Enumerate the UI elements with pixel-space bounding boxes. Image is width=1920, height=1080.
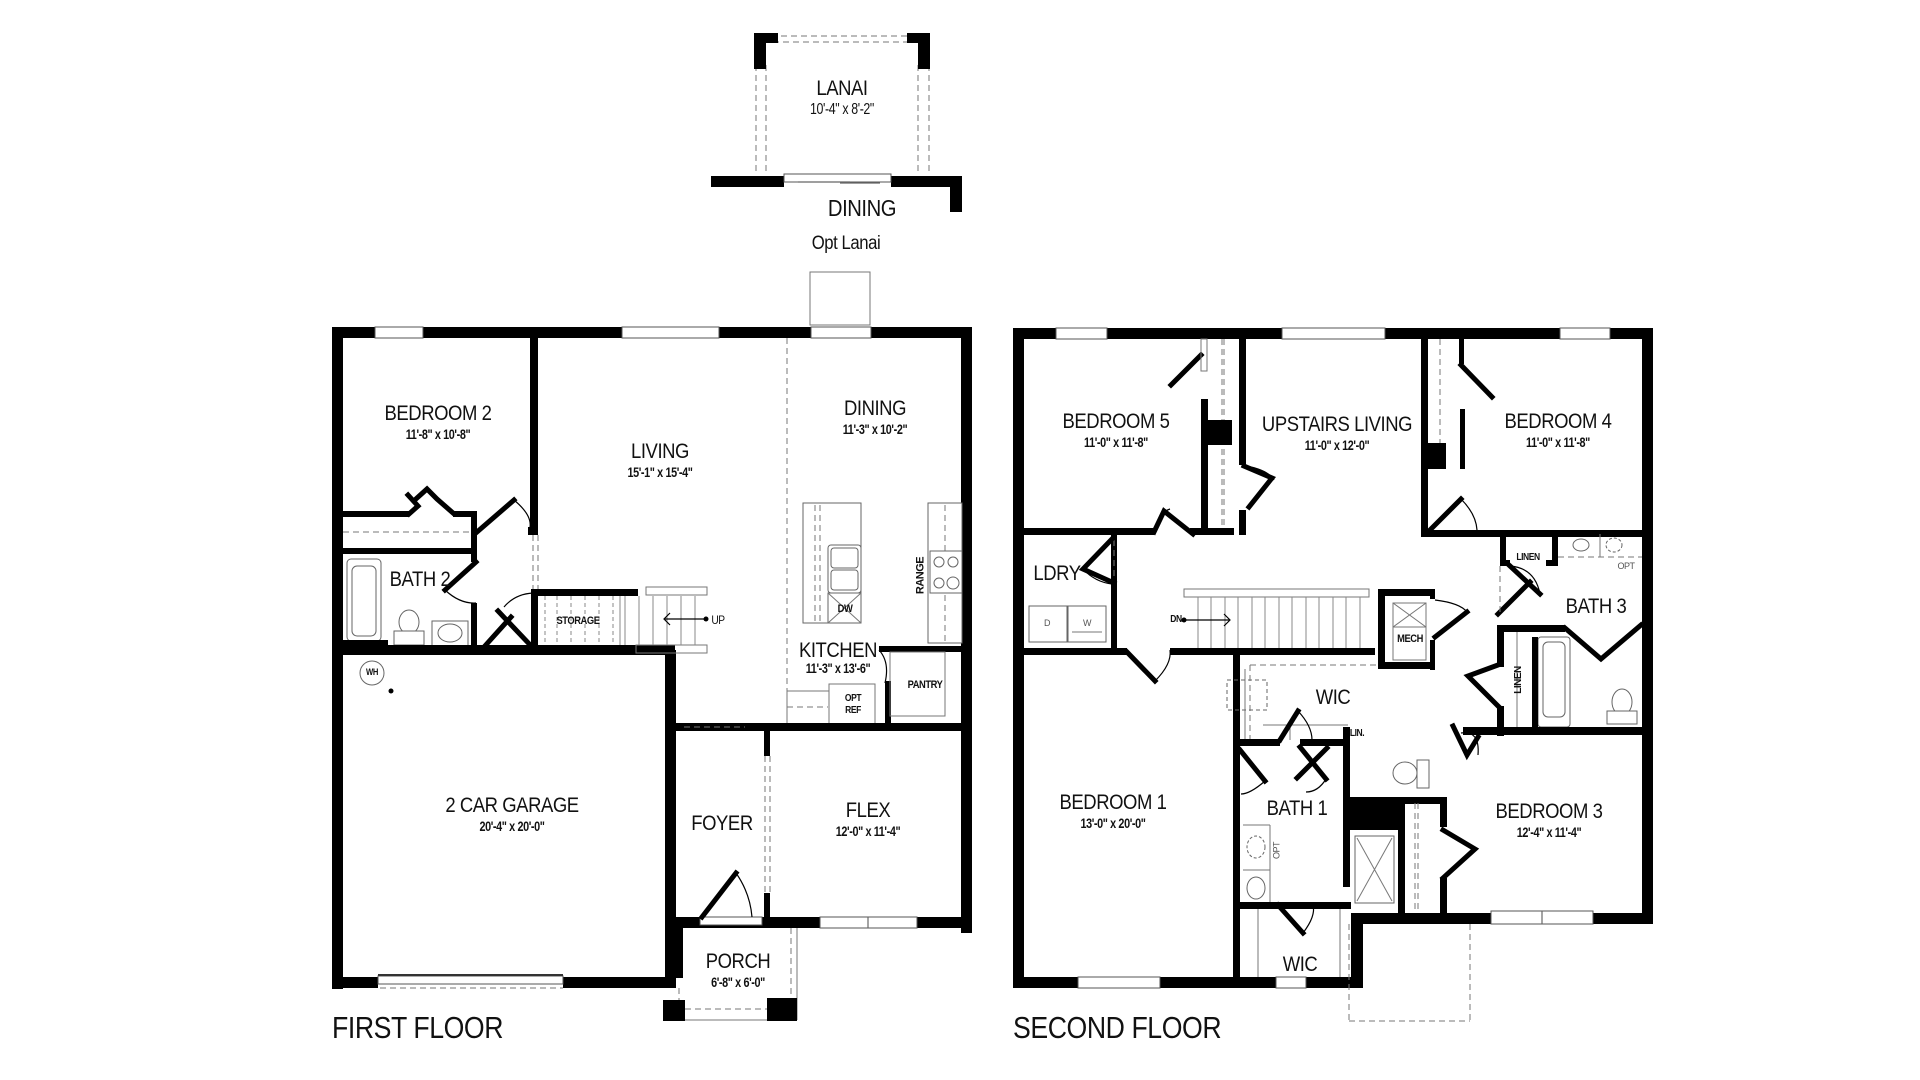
room-name: LANAI [816,77,868,100]
room-label-bedroom-2: BEDROOM 2 11'-8" x 10'-8" [385,403,492,441]
room-label-wic-lower: WIC [1282,953,1318,976]
room-label-laundry: LDRY [1033,562,1081,585]
second-floor-drawing [1013,327,1653,1022]
dishwasher-label: DW [837,603,853,615]
opt-ref-label-line1: OPT [844,693,862,704]
lin-label-wic: LIN. [1349,728,1365,739]
room-label-lanai: LANAI 10'-4" x 8'-2" [806,78,879,118]
room-dimensions: 20'-4" x 20'-0" [479,818,545,834]
room-label-upstairs-living: UPSTAIRS LIVING 11'-0" x 12'-0" [1261,413,1413,453]
room-dimensions: 11'-3" x 13'-6" [805,660,871,676]
room-dimensions: 11'-0" x 12'-0" [1304,437,1370,453]
room-dimensions: 11'-8" x 10'-8" [405,426,471,442]
room-name: FLEX [845,799,891,822]
room-label-wic-upper: WIC [1315,686,1351,709]
room-dimensions: 6'-8" x 6'-0" [711,974,765,990]
opt-label-bath3: OPT [1617,561,1635,571]
room-label-bedroom-4: BEDROOM 4 11'-0" x 11'-8" [1505,411,1612,449]
room-label-porch: PORCH 6'-8" x 6'-0" [706,951,771,989]
room-label-living: LIVING 15'-1" x 15'-4" [623,441,697,479]
mech-label: MECH [1397,633,1423,645]
room-name: BEDROOM 4 [1504,410,1612,433]
second-floor-title: SECOND FLOOR [1013,1010,1222,1045]
room-label-flex: FLEX 12'-0" x 11'-4" [831,800,904,838]
room-name: 2 CAR GARAGE [445,794,579,817]
room-dimensions: 12'-4" x 11'-4" [1516,824,1582,840]
linen-label-bath3: LINEN [1516,552,1540,563]
storage-label: STORAGE [556,615,600,627]
linen-label-hall: LINEN [1513,666,1524,694]
room-name: UPSTAIRS LIVING [1261,413,1413,436]
pantry-label: PANTRY [907,679,943,691]
room-dimensions: 10'-4" x 8'-2" [810,101,874,118]
opt-label-bath1: OPT [1271,841,1282,860]
room-label-bath-2: BATH 2 [389,568,451,591]
water-heater-label: WH [366,667,378,677]
room-name: PORCH [705,950,771,973]
room-dimensions: 15'-1" x 15'-4" [627,464,693,480]
room-label-bedroom-3: BEDROOM 3 12'-4" x 11'-4" [1496,801,1603,839]
room-dimensions: 13'-0" x 20'-0" [1080,815,1146,831]
washer-label: W [1083,618,1092,628]
room-label-bedroom-1: BEDROOM 1 13'-0" x 20'-0" [1060,792,1167,830]
stairs-down-label: DN [1170,614,1182,625]
first-floor-title: FIRST FLOOR [332,1010,504,1045]
room-label-kitchen: KITCHEN 11'-3" x 13'-6" [799,640,877,675]
optional-lanai-drawing [711,33,962,212]
room-label-bath-3: BATH 3 [1565,595,1627,618]
room-name: BEDROOM 3 [1495,800,1603,823]
room-label-bath-1: BATH 1 [1266,797,1328,820]
range-label: RANGE [914,556,927,595]
room-dimensions: 11'-0" x 11'-8" [1526,434,1590,450]
opt-ref-label-line2: REF [845,705,861,716]
room-dimensions: 12'-0" x 11'-4" [835,823,901,839]
room-dimensions: 11'-0" x 11'-8" [1084,434,1148,450]
room-name: BEDROOM 5 [1062,410,1170,433]
room-name: BEDROOM 2 [384,402,492,425]
dryer-label: D [1044,618,1051,628]
room-label-garage: 2 CAR GARAGE 20'-4" x 20'-0" [445,794,579,834]
room-name: DINING [843,397,907,420]
room-name: KITCHEN [798,639,878,662]
lanai-adjacent-dining-label: DINING [827,195,897,221]
room-label-bedroom-5: BEDROOM 5 11'-0" x 11'-8" [1063,411,1170,449]
room-label-foyer: FOYER [691,812,753,835]
opt-lanai-caption: Opt Lanai [811,233,881,254]
room-name: LIVING [631,440,689,463]
first-floor-drawing [332,271,972,1021]
stairs-up-label: UP [711,613,725,627]
room-label-dining: DINING 11'-3" x 10'-2" [838,398,911,436]
room-dimensions: 11'-3" x 10'-2" [842,421,908,437]
room-name: BEDROOM 1 [1059,791,1167,814]
